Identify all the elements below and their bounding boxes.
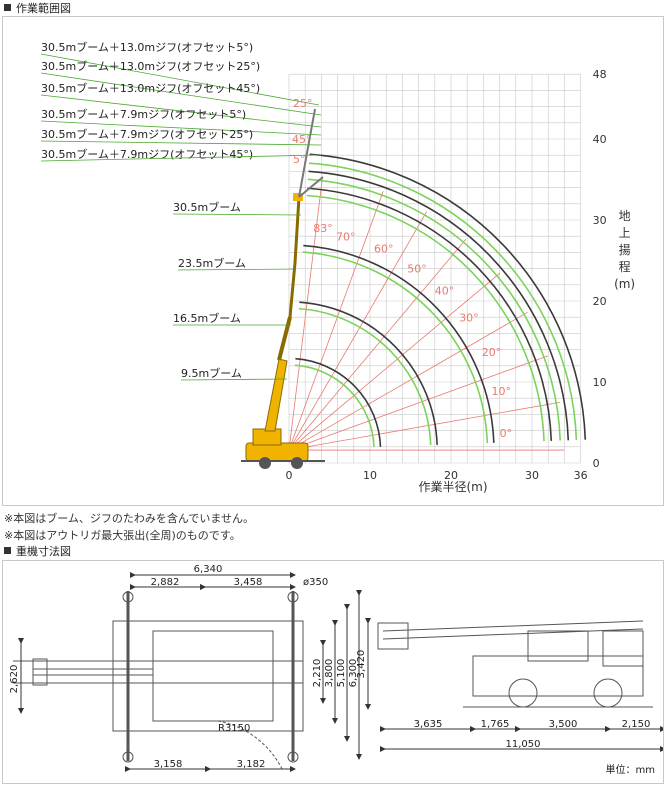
boom-arc bbox=[302, 251, 489, 444]
note-deflection: ※本図はブーム、ジフのたわみを含んでいません。 bbox=[4, 512, 255, 525]
square-bullet-icon bbox=[4, 547, 11, 554]
unit-label: 単位：mm bbox=[606, 763, 655, 776]
angle-label: 60° bbox=[374, 242, 394, 255]
grid bbox=[288, 73, 581, 464]
offset-labels: 25° 45° 5° bbox=[292, 97, 313, 166]
boom-label: 30.5mブーム＋7.9mジフ(オフセット5°) bbox=[41, 107, 246, 121]
axis-ticks: 48 40 30 20 10 0 0 10 20 30 36 bbox=[286, 68, 607, 482]
dim-1765: 1,765 bbox=[481, 719, 510, 730]
boom-arc bbox=[295, 357, 382, 447]
dim-350: ø350 bbox=[303, 577, 328, 588]
x-axis-label: 作業半径(m) bbox=[418, 480, 487, 494]
top-view bbox=[13, 591, 304, 772]
boom-label: 30.5mブーム＋13.0mジフ(オフセット25°) bbox=[41, 59, 260, 73]
boom-label: 30.5mブーム bbox=[173, 200, 241, 214]
y-label-char: 上 bbox=[619, 226, 631, 240]
boom-arc bbox=[309, 162, 578, 441]
x-tick-label: 36 bbox=[574, 469, 588, 482]
angle-label: 0° bbox=[500, 427, 512, 440]
angle-label: 20° bbox=[482, 346, 502, 359]
boom-label: 23.5mブーム bbox=[178, 256, 246, 270]
boom-arc bbox=[308, 170, 570, 441]
dim-2150: 2,150 bbox=[622, 719, 651, 730]
angle-labels: 83°70° 60° 50° 40° 30° 20° 10° 0° bbox=[313, 222, 512, 440]
x-tick-label: 10 bbox=[363, 469, 377, 482]
boom-arc bbox=[307, 187, 553, 441]
boom-label: 9.5mブーム bbox=[181, 366, 242, 380]
boom-arc bbox=[303, 244, 495, 443]
x-tick-label: 0 bbox=[286, 469, 293, 482]
angle-label: 50° bbox=[407, 263, 427, 276]
crane-illustration bbox=[241, 108, 325, 469]
working-range-diagram: 30.5mブーム＋13.0mジフ(オフセット5°) 30.5mブーム＋13.0mジ… bbox=[40, 40, 635, 494]
angle-label: 10° bbox=[492, 385, 512, 398]
boom-arc bbox=[309, 153, 587, 440]
boom-label: 30.5mブーム＋7.9mジフ(オフセット25°) bbox=[41, 127, 253, 141]
offset-label: 45° bbox=[292, 133, 312, 146]
boom-arc bbox=[299, 301, 438, 445]
boom-label: 30.5mブーム＋13.0mジフ(オフセット45°) bbox=[41, 81, 260, 95]
offset-label: 5° bbox=[293, 153, 306, 166]
x-tick-label: 20 bbox=[444, 469, 458, 482]
square-bullet-icon bbox=[4, 4, 11, 11]
dim-2882: 2,882 bbox=[151, 577, 180, 588]
dim-11050: 11,050 bbox=[506, 739, 541, 750]
note-outrigger: ※本図はアウトリガ最大張出(全周)のものです。 bbox=[4, 529, 241, 542]
boom-arc bbox=[298, 307, 432, 446]
y-tick-label: 30 bbox=[593, 214, 607, 227]
y-label-char: 揚 bbox=[619, 243, 631, 257]
boom-arc bbox=[306, 194, 545, 442]
dim-3158: 3,158 bbox=[154, 759, 183, 770]
boom-arc bbox=[294, 364, 375, 448]
dim-2620: 2,620 bbox=[9, 665, 20, 694]
offset-label: 25° bbox=[293, 97, 313, 110]
boom-arc bbox=[307, 178, 561, 441]
dim-2210: 2,210 bbox=[312, 659, 323, 688]
x-tick-label: 30 bbox=[525, 469, 539, 482]
y-tick-label: 10 bbox=[593, 376, 607, 389]
dim-6340: 6,340 bbox=[194, 564, 223, 575]
angle-label: 70° bbox=[336, 230, 356, 243]
dim-3500: 3,500 bbox=[549, 719, 578, 730]
dim-6300: 6,300 bbox=[348, 659, 359, 688]
working-range-frame: 30.5mブーム＋13.0mジフ(オフセット5°) 30.5mブーム＋13.0mジ… bbox=[2, 16, 664, 506]
y-tick-label: 20 bbox=[593, 295, 607, 308]
angle-label: 30° bbox=[459, 311, 479, 324]
boom-label: 16.5mブーム bbox=[173, 311, 241, 325]
dim-3635: 3,635 bbox=[414, 719, 443, 730]
y-tick-label: 48 bbox=[593, 68, 607, 81]
y-label-char: (m) bbox=[614, 277, 635, 291]
y-tick-label: 40 bbox=[593, 133, 607, 146]
boom-arcs bbox=[294, 153, 587, 448]
dim-r3150: R3150 bbox=[218, 723, 250, 734]
boom-label: 30.5mブーム＋13.0mジフ(オフセット5°) bbox=[41, 40, 253, 54]
dimension-diagram: 6,340 2,882 3,458 ø350 2,620 2,210 3,800… bbox=[9, 564, 666, 776]
angle-label: 40° bbox=[435, 285, 455, 298]
dimension-frame: 6,340 2,882 3,458 ø350 2,620 2,210 3,800… bbox=[2, 560, 666, 784]
angle-label: 83° bbox=[313, 222, 333, 235]
angle-radials bbox=[288, 176, 565, 451]
dim-3800: 3,800 bbox=[324, 659, 335, 688]
dim-5100: 5,100 bbox=[336, 659, 347, 688]
boom-labels: 30.5mブーム＋13.0mジフ(オフセット5°) 30.5mブーム＋13.0mジ… bbox=[40, 40, 322, 381]
y-label-char: 地 bbox=[619, 209, 631, 223]
dim-3420: 3,420 bbox=[356, 650, 367, 679]
side-view bbox=[377, 620, 653, 708]
dim-3458: 3,458 bbox=[234, 577, 263, 588]
section-title-dimensions: 重機寸法図 bbox=[4, 545, 71, 559]
y-label-char: 程 bbox=[619, 259, 631, 274]
y-tick-label: 0 bbox=[593, 457, 600, 470]
section-title-working-range: 作業範囲図 bbox=[4, 2, 71, 16]
dim-3182: 3,182 bbox=[237, 759, 266, 770]
